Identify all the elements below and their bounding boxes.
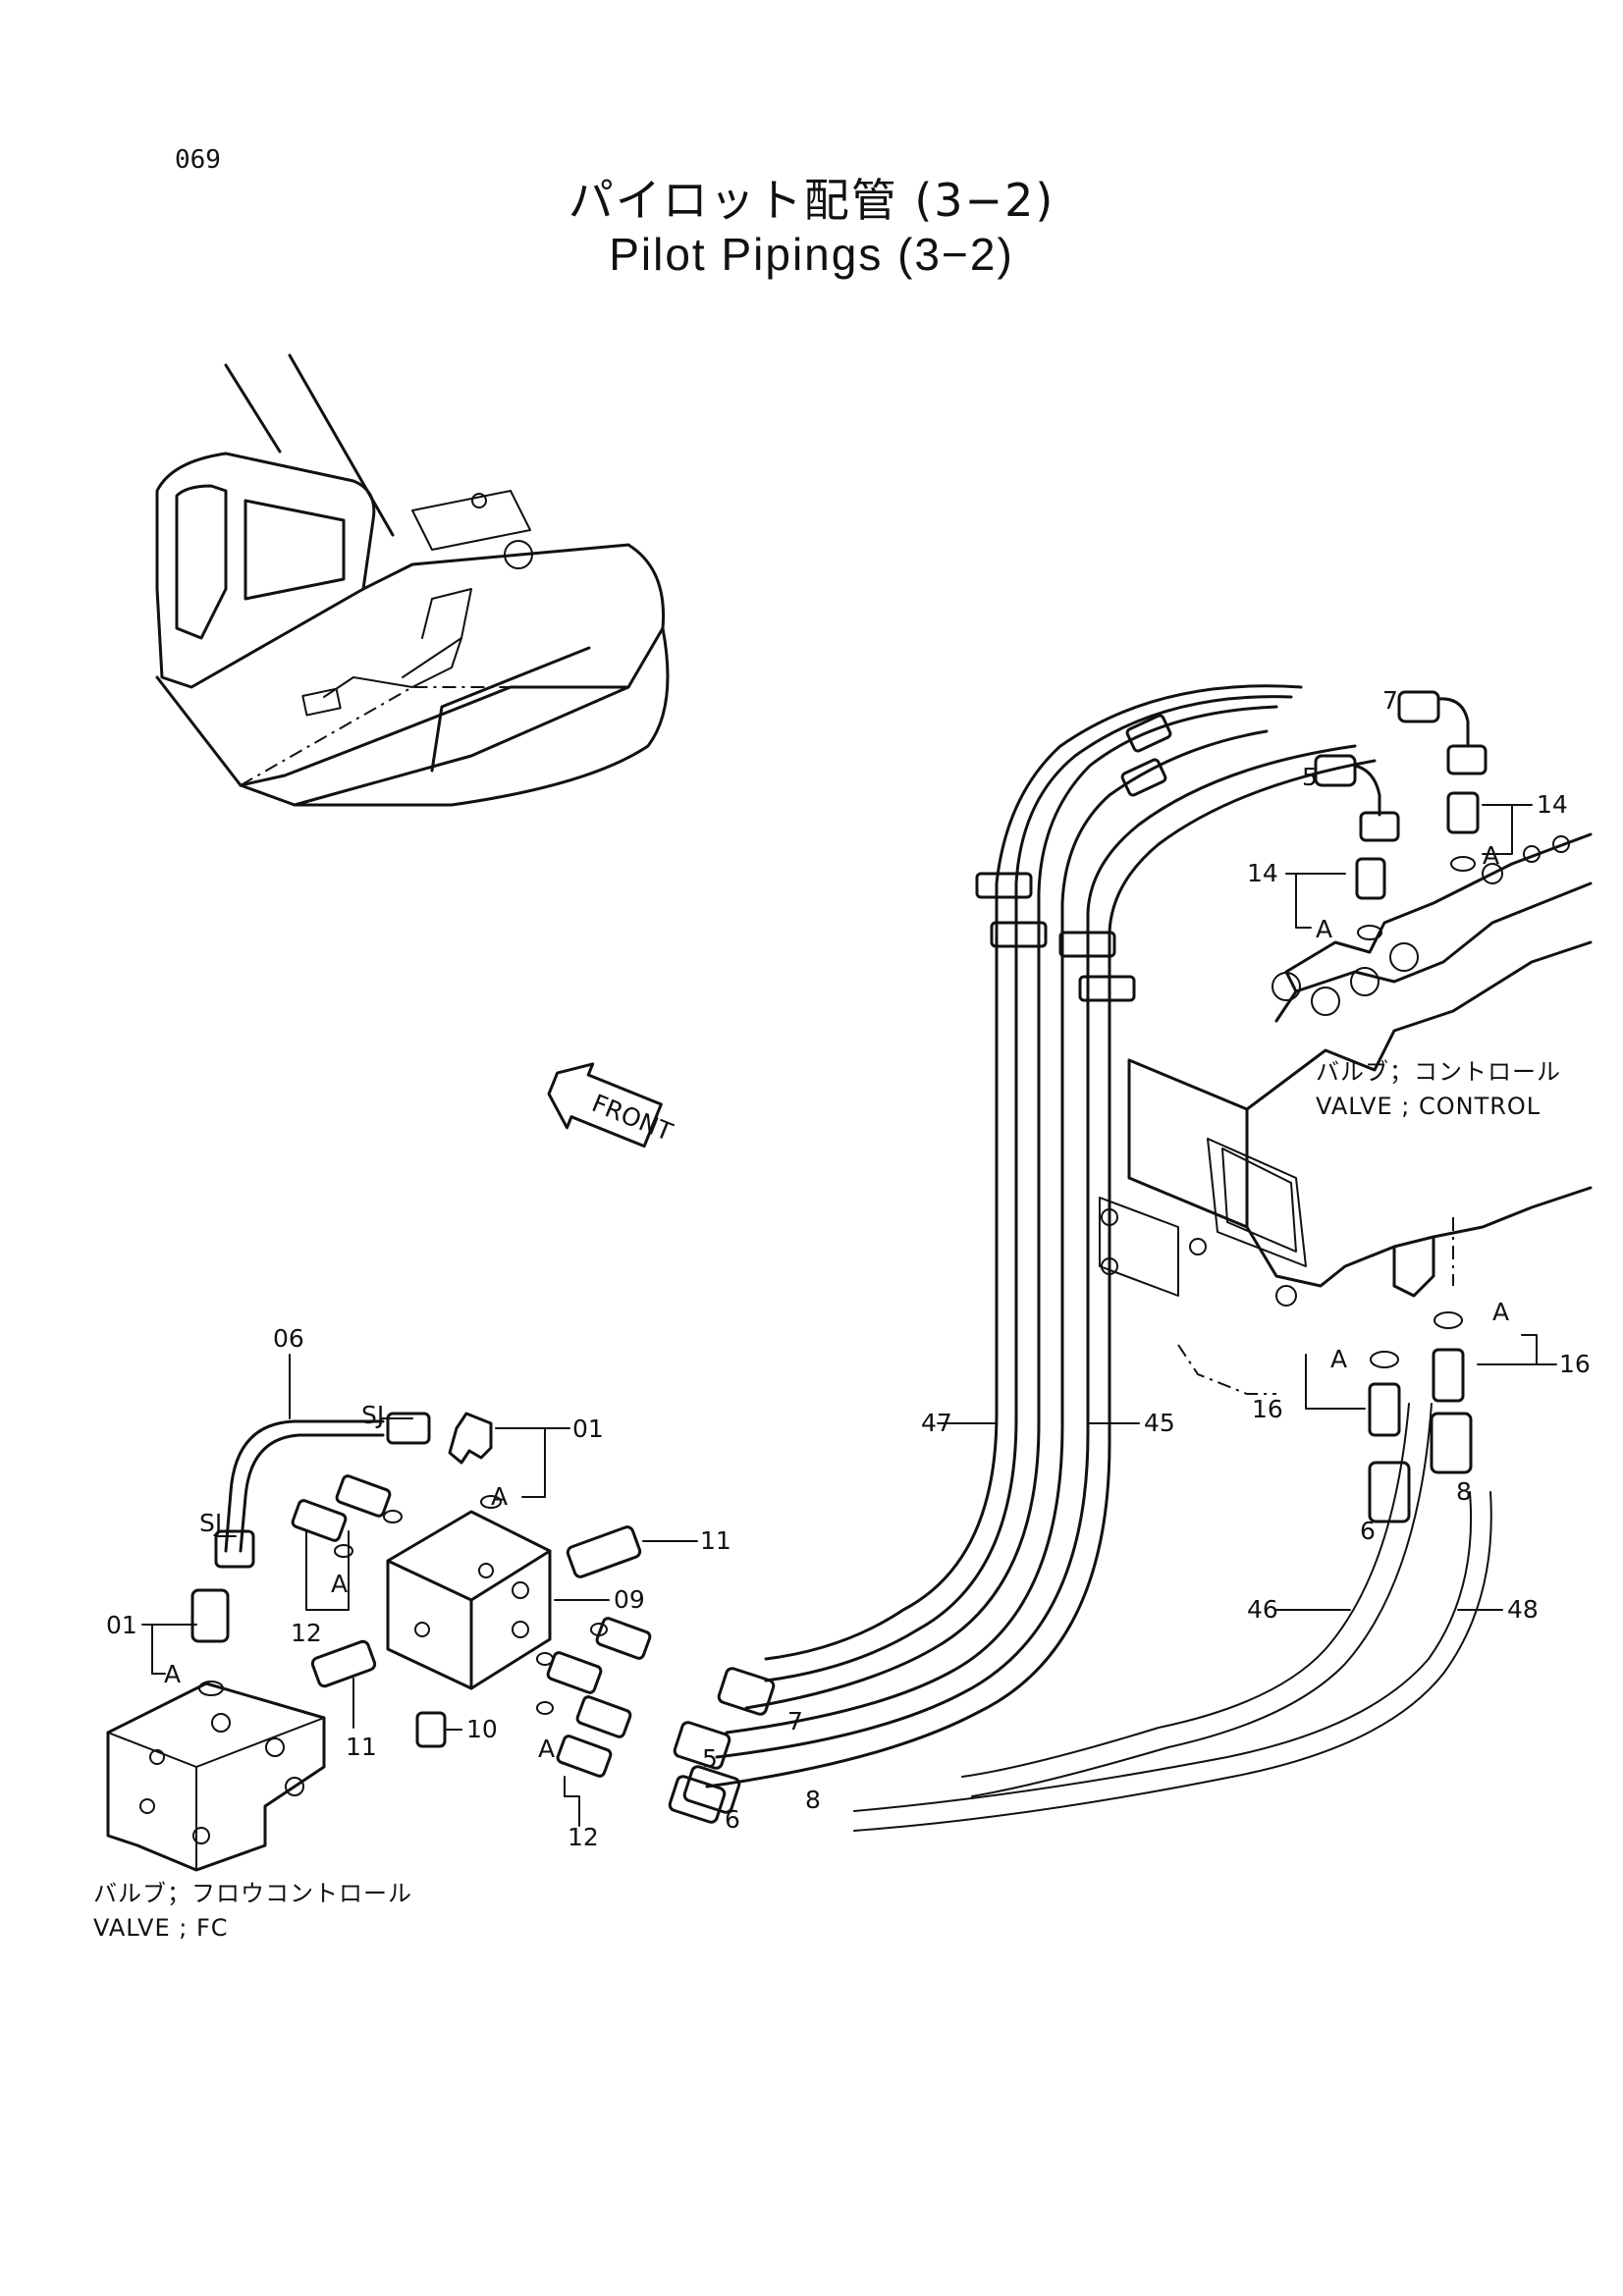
callout-45: 45 bbox=[1144, 1409, 1175, 1437]
hose-clamp bbox=[990, 921, 1048, 948]
callout-46: 46 bbox=[1247, 1595, 1278, 1624]
pilot-hose-bundle bbox=[705, 684, 1492, 1832]
callout-6-bottom: 6 bbox=[725, 1805, 740, 1834]
callout-a-14-left: A bbox=[1316, 915, 1332, 943]
front-direction-arrow: FRONT bbox=[547, 1062, 677, 1148]
caption-control-valve-english: VALVE ; CONTROL bbox=[1316, 1093, 1541, 1120]
callout-47: 47 bbox=[921, 1409, 952, 1437]
component-captions: バルブ；コントロール VALVE ; CONTROL バルブ；フロウコントロール… bbox=[93, 1058, 1561, 1942]
hose-clamp bbox=[1125, 714, 1172, 753]
hose-clamp bbox=[1078, 975, 1136, 1002]
adapter-11 bbox=[310, 1525, 642, 1688]
callout-10: 10 bbox=[466, 1715, 498, 1743]
page-title-english: Pilot Pipings (3−2) bbox=[609, 229, 1014, 280]
page-title-japanese: パイロット配管 (3−2) bbox=[568, 174, 1055, 227]
callout-48: 48 bbox=[1507, 1595, 1539, 1624]
callout-5-bottom: 5 bbox=[702, 1744, 718, 1773]
page-number: 069 bbox=[175, 145, 221, 175]
callout-5-top: 5 bbox=[1302, 763, 1318, 791]
callout-09: 09 bbox=[614, 1585, 645, 1614]
callout-11-right: 11 bbox=[700, 1526, 731, 1555]
callout-7-bottom: 7 bbox=[787, 1707, 803, 1735]
callout-a-right-adapters: A bbox=[538, 1735, 555, 1763]
callout-sj-upper: SJ bbox=[361, 1401, 384, 1429]
callout-a-upper: A bbox=[491, 1482, 508, 1511]
fc-valve-body bbox=[106, 1682, 326, 1872]
front-label: FRONT bbox=[588, 1089, 677, 1147]
callout-01-upper: 01 bbox=[572, 1415, 604, 1443]
callout-8-bottom: 8 bbox=[805, 1786, 821, 1814]
callout-16-right: 16 bbox=[1559, 1350, 1591, 1378]
callout-7-top: 7 bbox=[1382, 686, 1398, 715]
callout-a-16-right: A bbox=[1492, 1298, 1509, 1326]
leader-lines bbox=[141, 804, 1557, 1827]
control-valve-body bbox=[1099, 832, 1593, 1395]
hose-clamp bbox=[1058, 931, 1116, 958]
callout-12-right: 12 bbox=[568, 1823, 599, 1851]
callout-12-left: 12 bbox=[291, 1619, 322, 1647]
callout-01-lower: 01 bbox=[106, 1611, 137, 1639]
callout-labels: 06 SJ SJ 01 01 09 11 11 10 12 12 14 14 1… bbox=[106, 686, 1591, 1851]
caption-control-valve-japanese: バルブ；コントロール bbox=[1316, 1058, 1561, 1086]
callout-6-top: 6 bbox=[1360, 1517, 1376, 1545]
callout-14-right: 14 bbox=[1537, 790, 1568, 819]
plug-10 bbox=[415, 1711, 447, 1748]
callout-06: 06 bbox=[273, 1324, 304, 1353]
excavator-overview-illustration bbox=[155, 353, 670, 807]
callout-a-left-adapters: A bbox=[331, 1570, 348, 1598]
callout-a-14-right: A bbox=[1483, 841, 1499, 870]
caption-fc-valve-english: VALVE ; FC bbox=[93, 1914, 229, 1942]
hose-end-fittings-bottom bbox=[668, 1667, 776, 1824]
hose-clamp bbox=[1120, 758, 1167, 797]
adapter-12 bbox=[291, 1474, 652, 1778]
pilot-hose-06 bbox=[214, 1412, 431, 1569]
callout-16-left: 16 bbox=[1252, 1395, 1283, 1423]
hose-clamp bbox=[975, 872, 1033, 899]
callout-8-top: 8 bbox=[1456, 1477, 1472, 1506]
control-valve-lower-fittings bbox=[1368, 1311, 1473, 1523]
callout-14-left: 14 bbox=[1247, 859, 1278, 887]
o-rings bbox=[334, 1510, 608, 1715]
caption-fc-valve-japanese: バルブ；フロウコントロール bbox=[93, 1880, 412, 1907]
callout-sj-lower: SJ bbox=[199, 1509, 222, 1537]
callout-11-left: 11 bbox=[346, 1733, 377, 1761]
callout-a-16-left: A bbox=[1330, 1345, 1347, 1373]
hose-end-fittings-top bbox=[1314, 690, 1488, 940]
callout-a-lower-left: A bbox=[164, 1660, 181, 1688]
manifold-block-09 bbox=[386, 1510, 552, 1690]
